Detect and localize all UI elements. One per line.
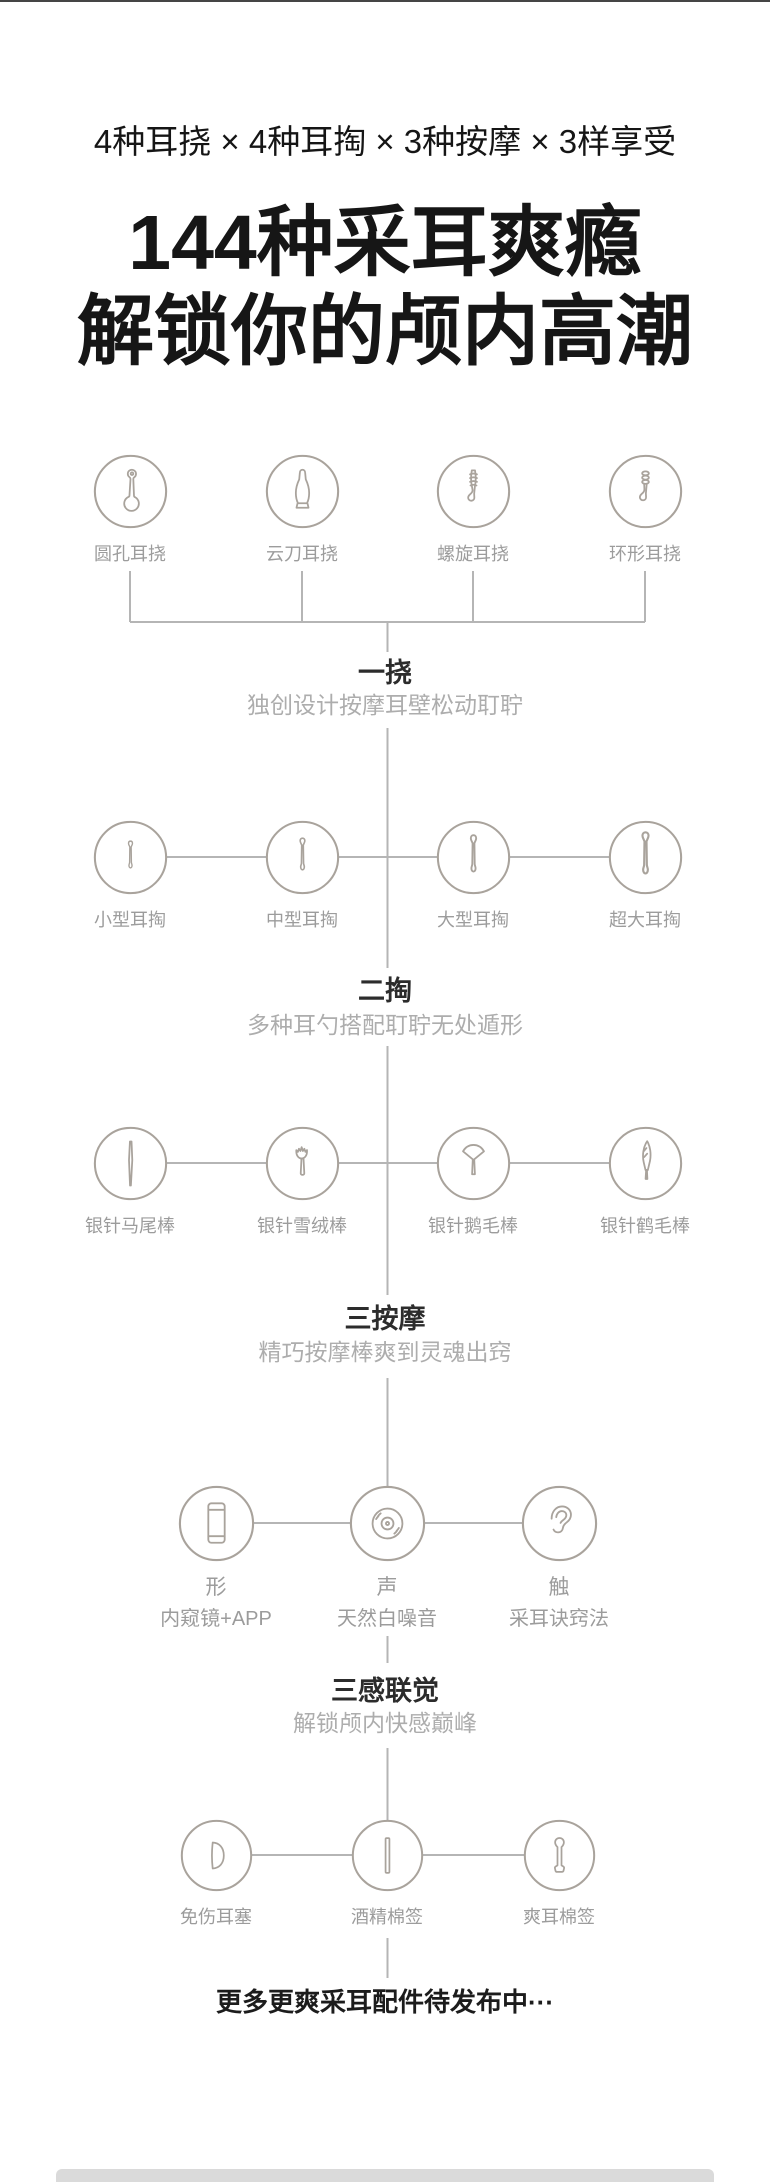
- list-item: 触 采耳诀窍法: [473, 1485, 645, 1632]
- item-label: 酒精棉签: [351, 1907, 423, 1927]
- item-label: 云刀耳挠: [266, 544, 338, 564]
- item-label: 中型耳掏: [266, 910, 338, 930]
- item-sublabel: 采耳诀窍法: [509, 1608, 609, 1630]
- item-sublabel: 内窥镜+APP: [160, 1608, 272, 1630]
- section-subtitle: 解锁颅内快感巅峰: [293, 1710, 477, 1736]
- item-label: 银针鹅毛棒: [428, 1216, 518, 1236]
- list-item: 中型耳掏: [216, 820, 388, 932]
- section-subtitle: 多种耳勺搭配耵聍无处遁形: [247, 1012, 523, 1038]
- list-item: 大型耳掏: [387, 820, 559, 932]
- vinyl-record-icon: [349, 1485, 425, 1562]
- section-title: 二掏: [358, 976, 412, 1006]
- item-label: 超大耳掏: [609, 910, 681, 930]
- list-item: 酒精棉签: [301, 1819, 473, 1929]
- page-title: 144种采耳爽瘾 解锁你的颅内高潮: [0, 199, 770, 377]
- cloud-blade-earpick-icon: [265, 454, 339, 529]
- ear-icon: [521, 1485, 597, 1562]
- list-item: 银针马尾棒: [44, 1126, 216, 1238]
- goose-feather-stick-icon: [436, 1126, 510, 1201]
- list-item: 银针雪绒棒: [216, 1126, 388, 1238]
- alcohol-swab-icon: [351, 1819, 423, 1892]
- item-label: 大型耳掏: [437, 910, 509, 930]
- medium-earscoop-icon: [265, 820, 339, 895]
- item-label: 银针鹤毛棒: [600, 1216, 690, 1236]
- item-label: 形: [205, 1576, 227, 1599]
- list-item: 小型耳掏: [44, 820, 216, 932]
- section-title: 一挠: [358, 658, 412, 688]
- large-earscoop-icon: [436, 820, 510, 895]
- item-sublabel: 天然白噪音: [337, 1608, 437, 1630]
- list-item: 圆孔耳挠: [44, 454, 216, 566]
- list-item: 爽耳棉签: [473, 1819, 645, 1929]
- list-item: 声 天然白噪音: [301, 1485, 473, 1632]
- horsetail-stick-icon: [93, 1126, 167, 1201]
- section-subtitle: 精巧按摩棒爽到灵魂出窍: [258, 1339, 512, 1365]
- item-label: 螺旋耳挠: [437, 544, 509, 564]
- item-label: 免伤耳塞: [180, 1907, 252, 1927]
- section-subtitle: 独创设计按摩耳壁松动耵聍: [247, 692, 523, 718]
- item-label: 圆孔耳挠: [94, 544, 166, 564]
- item-label: 触: [548, 1576, 570, 1599]
- cotton-swab-icon: [523, 1819, 595, 1892]
- top-divider: [0, 0, 770, 2]
- list-item: 超大耳掏: [559, 820, 731, 932]
- small-earscoop-icon: [93, 820, 167, 895]
- footer-note: 更多更爽采耳配件待发布中···: [216, 1987, 554, 2017]
- earplug-icon: [180, 1819, 252, 1892]
- crane-feather-stick-icon: [608, 1126, 682, 1201]
- item-label: 爽耳棉签: [523, 1907, 595, 1927]
- list-item: 环形耳挠: [559, 454, 731, 566]
- list-item: 云刀耳挠: [216, 454, 388, 566]
- item-label: 环形耳挠: [609, 544, 681, 564]
- round-hole-earpick-icon: [93, 454, 167, 529]
- tagline: 4种耳挠 × 4种耳掏 × 3种按摩 × 3样享受: [93, 123, 677, 160]
- list-item: 螺旋耳挠: [387, 454, 559, 566]
- list-item: 免伤耳塞: [130, 1819, 302, 1929]
- section-title: 三感联觉: [331, 1676, 439, 1706]
- list-item: 形 内窥镜+APP: [130, 1485, 302, 1632]
- item-label: 银针马尾棒: [85, 1216, 175, 1236]
- page-title-line2: 解锁你的颅内高潮: [77, 289, 693, 375]
- xlarge-earscoop-icon: [608, 820, 682, 895]
- list-item: 银针鹤毛棒: [559, 1126, 731, 1238]
- item-label: 声: [376, 1576, 398, 1599]
- page-title-line1: 144种采耳爽瘾: [128, 200, 642, 286]
- section-title: 三按摩: [344, 1304, 426, 1334]
- list-item: 银针鹅毛棒: [387, 1126, 559, 1238]
- next-section-preview: [56, 2169, 714, 2182]
- snow-velvet-stick-icon: [265, 1126, 339, 1201]
- spiral-earpick-icon: [436, 454, 510, 529]
- ring-earpick-icon: [608, 454, 682, 529]
- smartphone-icon: [178, 1485, 254, 1562]
- item-label: 小型耳掏: [94, 910, 166, 930]
- item-label: 银针雪绒棒: [257, 1216, 347, 1236]
